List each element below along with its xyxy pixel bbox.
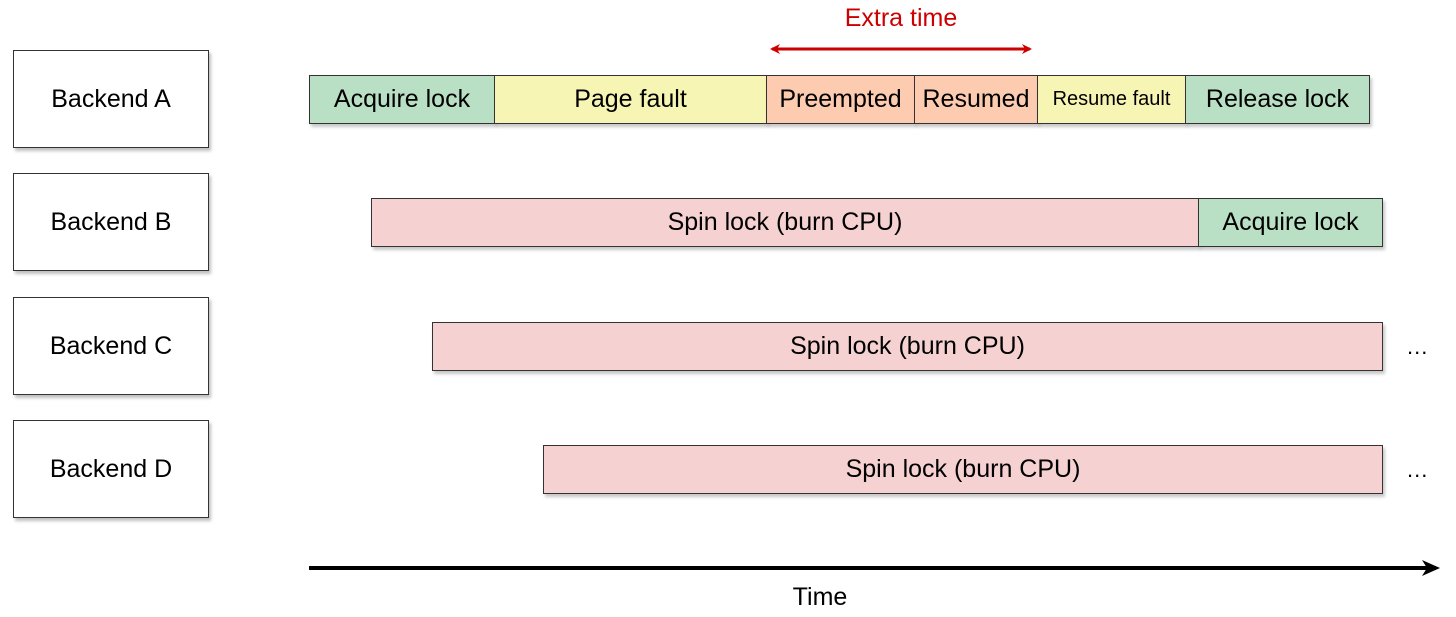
a-page-fault-label: Page fault xyxy=(574,85,687,113)
backend-d-label: Backend D xyxy=(49,454,173,483)
c-spin-lock-label: Spin lock (burn CPU) xyxy=(790,332,1025,360)
backend-c-box: Backend C xyxy=(13,297,209,395)
d-continuation-ellipsis: ... xyxy=(1407,457,1429,482)
a-acquire-lock-label: Acquire lock xyxy=(333,85,471,113)
d-spin-lock-segment: Spin lock (burn CPU) xyxy=(543,445,1383,494)
backend-d-box: Backend D xyxy=(13,420,209,518)
b-acquire-lock-label: Acquire lock xyxy=(1222,208,1359,236)
a-resumed-label: Resumed xyxy=(922,85,1030,113)
a-release-lock-label: Release lock xyxy=(1205,85,1350,113)
backend-a-box: Backend A xyxy=(13,50,209,148)
backend-b-label: Backend B xyxy=(50,207,172,236)
b-acquire-lock-segment: Acquire lock xyxy=(1198,198,1383,247)
a-preempted-segment: Preempted xyxy=(766,75,915,124)
d-spin-lock-label: Spin lock (burn CPU) xyxy=(845,455,1081,483)
time-axis-label: Time xyxy=(792,583,848,611)
backend-a-label: Backend A xyxy=(51,84,171,113)
backend-c-label: Backend C xyxy=(49,331,173,360)
b-spin-lock-label: Spin lock (burn CPU) xyxy=(667,208,903,236)
c-continuation-ellipsis: ... xyxy=(1407,334,1429,359)
a-resume-fault-segment: Resume fault xyxy=(1037,75,1186,124)
a-resume-fault-label: Resume fault xyxy=(1052,88,1171,110)
extra-time-label: Extra time xyxy=(844,4,958,32)
a-resumed-segment: Resumed xyxy=(914,75,1038,124)
a-page-fault-segment: Page fault xyxy=(494,75,767,124)
c-spin-lock-segment: Spin lock (burn CPU) xyxy=(432,322,1383,371)
b-spin-lock-segment: Spin lock (burn CPU) xyxy=(371,198,1199,247)
a-release-lock-segment: Release lock xyxy=(1185,75,1370,124)
a-preempted-label: Preempted xyxy=(779,85,902,113)
a-acquire-lock-segment: Acquire lock xyxy=(309,75,495,124)
backend-b-box: Backend B xyxy=(13,173,209,271)
